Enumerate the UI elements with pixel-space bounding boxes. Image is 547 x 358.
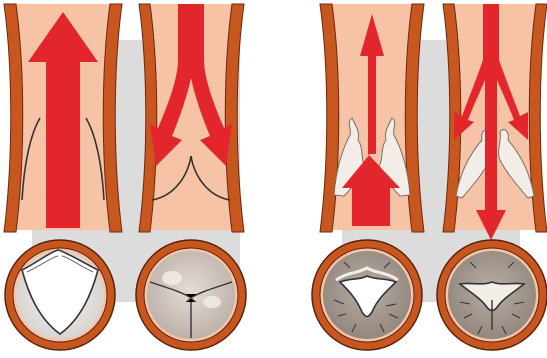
normal-valve-open-topview: [5, 240, 115, 350]
normal-valve-closed-vessel: [139, 4, 244, 232]
stenotic-valve-closed-topview: [437, 240, 547, 350]
stenotic-valve-open-topview: [312, 240, 422, 350]
normal-valve-closed-topview: [136, 240, 246, 350]
normal-valve-open-vessel: [4, 4, 122, 232]
stenotic-valve-closed-vessel: [443, 4, 547, 240]
stenotic-valve-open-vessel: [320, 4, 424, 232]
